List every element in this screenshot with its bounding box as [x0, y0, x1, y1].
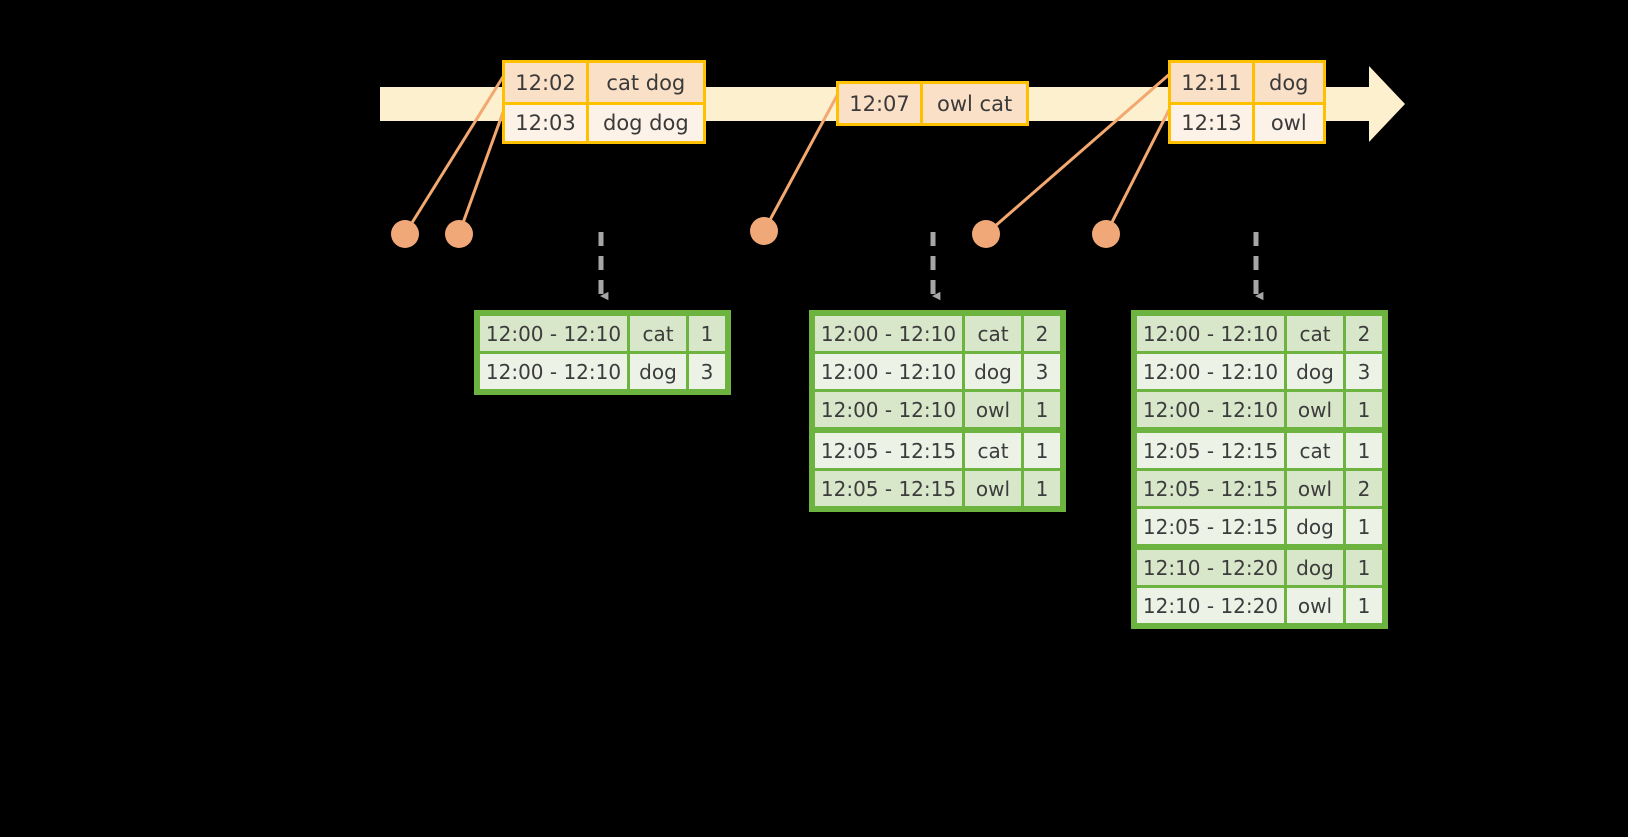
table-cell-count: 2 — [1346, 471, 1382, 506]
table-cell-key: cat — [965, 433, 1021, 468]
table-cell-window: 12:00 - 12:10 — [1137, 392, 1284, 427]
table-cell-count: 3 — [689, 354, 725, 389]
event-row: 12:07 owl cat — [839, 84, 1027, 123]
dashed-arrows — [598, 232, 1264, 301]
event-words: cat dog — [606, 70, 686, 95]
table-cell-count: 1 — [1346, 550, 1382, 585]
table-cell-count: 1 — [1024, 471, 1060, 506]
event-words: owl — [1270, 111, 1307, 135]
table-cell-key: owl — [1287, 392, 1343, 427]
event-row: 12:02 cat dog — [505, 63, 703, 102]
table-cell-count: 2 — [1346, 316, 1382, 351]
table-cell-count: 1 — [1346, 588, 1382, 623]
table-cell-key: dog — [1287, 550, 1343, 585]
table-cell-count: 1 — [689, 316, 725, 351]
table-cell-window: 12:00 - 12:10 — [480, 354, 627, 389]
table-cell-window: 12:00 - 12:10 — [480, 316, 627, 351]
event-time: 12:07 — [839, 84, 923, 123]
table-cell-key: owl — [965, 392, 1021, 427]
table-cell-key: dog — [1287, 509, 1343, 544]
event-row: 12:03 dog dog — [505, 102, 703, 141]
table-cell-count: 2 — [1024, 316, 1060, 351]
event-time: 12:13 — [1171, 105, 1255, 141]
table-cell-key: dog — [1287, 354, 1343, 389]
table-cell-key: dog — [630, 354, 686, 389]
table-cell-window: 12:00 - 12:10 — [1137, 316, 1284, 351]
event-box-1: 12:02 cat dog 12:03 dog dog — [502, 60, 706, 144]
event-time: 12:02 — [505, 63, 589, 102]
table-cell-count: 1 — [1346, 433, 1382, 468]
table-cell-window: 12:00 - 12:10 — [815, 392, 962, 427]
event-words: dog dog — [603, 111, 689, 135]
table-cell-key: owl — [1287, 588, 1343, 623]
table-cell-count: 1 — [1024, 433, 1060, 468]
event-row: 12:11 dog — [1171, 63, 1323, 102]
table-cell-window: 12:10 - 12:20 — [1137, 550, 1284, 585]
connector-5 — [1104, 103, 1174, 235]
table-cell-count: 1 — [1346, 392, 1382, 427]
event-dot-2 — [445, 220, 473, 248]
event-dot-5 — [1092, 220, 1120, 248]
table-cell-window: 12:05 - 12:15 — [815, 433, 962, 468]
table-cell-key: cat — [1287, 433, 1343, 468]
timeline-arrowhead — [1369, 66, 1405, 142]
event-words: owl cat — [937, 91, 1013, 116]
table-cell-window: 12:05 - 12:15 — [1137, 509, 1284, 544]
event-time: 12:11 — [1171, 63, 1255, 102]
table-cell-key: owl — [965, 471, 1021, 506]
table-cell-window: 12:00 - 12:10 — [815, 316, 962, 351]
event-dot-4 — [972, 220, 1000, 248]
event-box-3: 12:11 dog 12:13 owl — [1168, 60, 1326, 144]
table-cell-count: 1 — [1346, 509, 1382, 544]
table-cell-key: cat — [630, 316, 686, 351]
event-dot-3 — [750, 217, 778, 245]
table-cell-count: 3 — [1024, 354, 1060, 389]
event-dot-1 — [391, 220, 419, 248]
table-cell-window: 12:05 - 12:15 — [1137, 471, 1284, 506]
event-words: dog — [1269, 70, 1309, 95]
table-cell-key: owl — [1287, 471, 1343, 506]
table-cell-window: 12:00 - 12:10 — [1137, 354, 1284, 389]
table-cell-key: cat — [1287, 316, 1343, 351]
table-cell-count: 1 — [1024, 392, 1060, 427]
table-cell-key: cat — [965, 316, 1021, 351]
connector-3 — [762, 89, 842, 232]
table-cell-window: 12:05 - 12:15 — [1137, 433, 1284, 468]
event-time: 12:03 — [505, 105, 589, 141]
table-cell-window: 12:05 - 12:15 — [815, 471, 962, 506]
table-cell-count: 3 — [1346, 354, 1382, 389]
connector-1 — [403, 71, 508, 235]
event-box-2: 12:07 owl cat — [836, 81, 1030, 126]
table-cell-key: dog — [965, 354, 1021, 389]
event-dots — [391, 217, 1120, 248]
table-cell-window: 12:10 - 12:20 — [1137, 588, 1284, 623]
table-cell-window: 12:00 - 12:10 — [815, 354, 962, 389]
connector-2 — [457, 103, 508, 235]
event-row: 12:13 owl — [1171, 102, 1323, 141]
